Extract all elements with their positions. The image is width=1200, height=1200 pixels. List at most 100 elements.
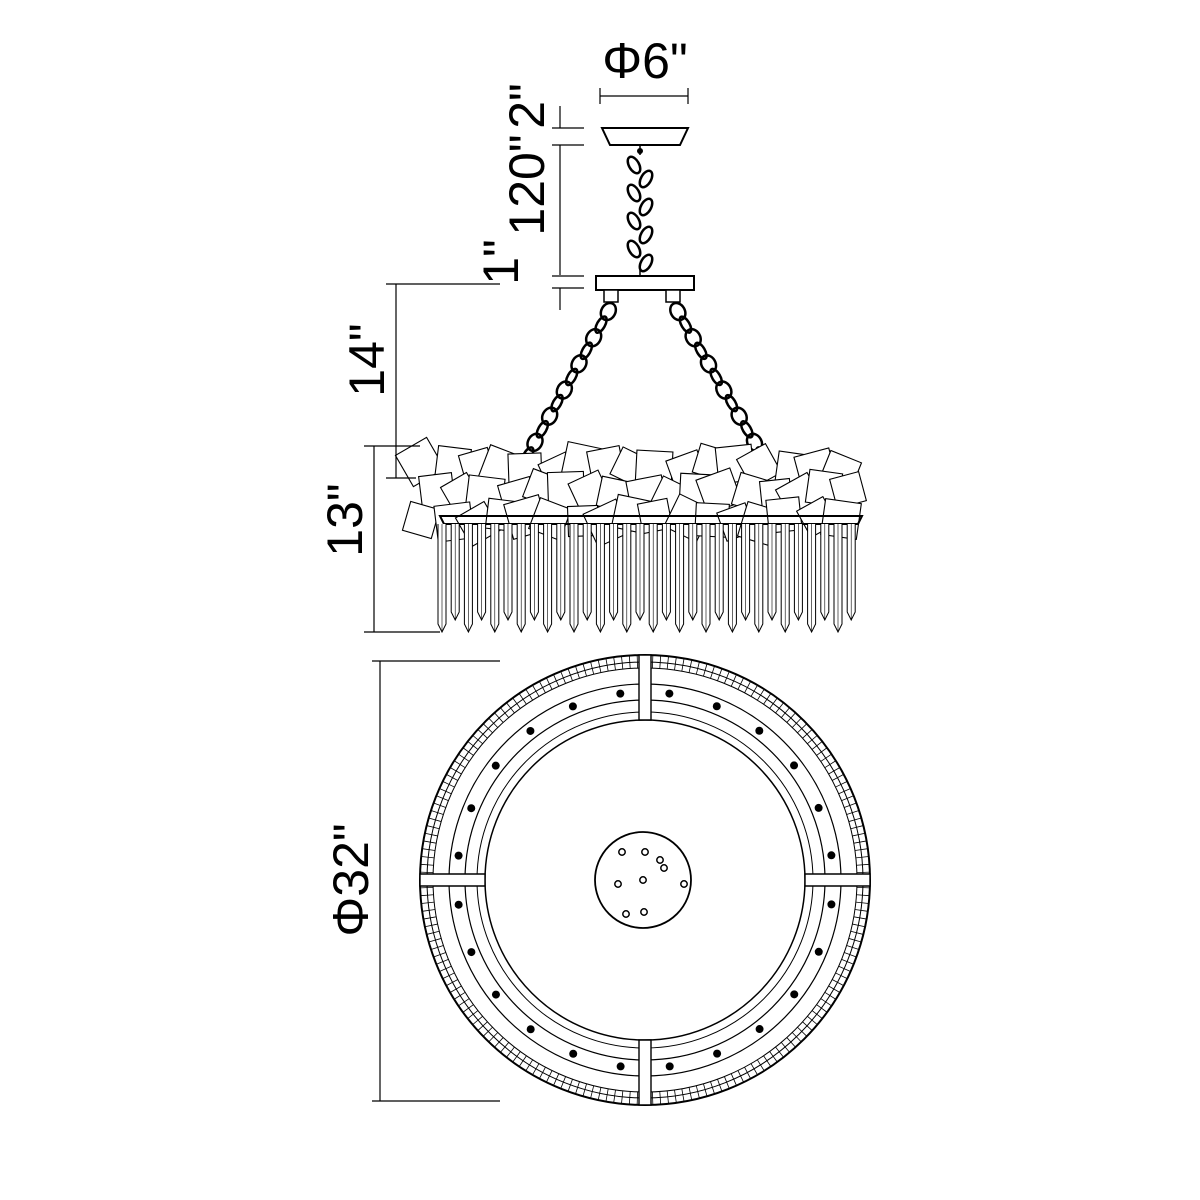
ring-tick	[525, 688, 533, 701]
ring-tick	[763, 1055, 772, 1067]
crystal-tile	[401, 500, 441, 540]
side-view: Φ6" 2" 120" 1" 14" 13"	[317, 33, 868, 634]
ring-tick	[835, 972, 848, 979]
ring-tick	[824, 760, 837, 768]
ring-tick	[666, 1090, 669, 1104]
chain-link	[570, 354, 588, 374]
crystal-tiles	[394, 436, 868, 548]
ring-tick	[846, 945, 860, 950]
chain-link	[584, 327, 603, 348]
ring-tick	[856, 894, 870, 897]
ring-bolt	[467, 948, 476, 957]
ring-bolt	[814, 947, 823, 956]
ring-tick	[717, 668, 723, 681]
ring-tick	[506, 702, 515, 714]
ring-bolt	[526, 726, 535, 735]
ring-bolt	[569, 1049, 578, 1058]
ring-tick	[750, 1063, 758, 1076]
chain-link	[555, 380, 574, 400]
ring-tick	[488, 717, 499, 728]
chain-link	[638, 169, 654, 189]
ring-tick	[546, 677, 553, 690]
ring-tick	[494, 1037, 504, 1048]
ring-tick	[820, 998, 832, 1007]
ring-tick	[575, 665, 580, 679]
ring-tick	[724, 671, 730, 684]
ring-tick	[560, 671, 566, 684]
chain-link	[739, 420, 754, 439]
chain-link	[564, 367, 579, 387]
ring-bolt	[568, 702, 577, 711]
center-canopy-plate	[594, 831, 692, 929]
ring-tick	[420, 863, 434, 866]
ring-tick	[605, 1088, 609, 1102]
ring-crossbar	[638, 654, 652, 721]
ring-tick	[428, 938, 442, 943]
chain-link	[638, 253, 654, 273]
top-view: Φ32"	[323, 654, 871, 1106]
ring-bolt	[467, 804, 476, 813]
chain-link	[730, 406, 748, 426]
ring-bolt	[526, 1025, 535, 1034]
chain-to-bracket-label: 1"	[473, 239, 529, 285]
ring-tick	[744, 1066, 751, 1079]
ring-tick	[430, 945, 444, 950]
ring-tick	[841, 795, 854, 801]
right-arm-chain	[669, 301, 770, 465]
ring-tick	[512, 1051, 521, 1063]
ring-bolt	[712, 702, 721, 711]
ring-tick	[724, 1076, 730, 1089]
ring-tick	[458, 753, 470, 762]
chain-link	[599, 301, 618, 322]
ring-tick	[442, 972, 455, 979]
ring-bolt	[616, 1062, 625, 1071]
ring-tick	[494, 712, 504, 723]
chain-link	[526, 432, 544, 453]
ring-tick	[846, 810, 860, 815]
ring-tick	[775, 1046, 784, 1058]
ring-tick	[841, 959, 854, 965]
ring-tick	[458, 998, 470, 1007]
ring-tick	[597, 1087, 602, 1101]
ring-tick	[628, 655, 631, 669]
ring-tick	[828, 767, 841, 775]
chain-link	[550, 393, 564, 413]
ring-tick	[539, 1066, 546, 1079]
ring-tick	[703, 663, 708, 677]
ring-tick	[467, 1010, 479, 1019]
bracket-plate	[595, 270, 695, 303]
ring-tick	[436, 795, 449, 801]
ring-bolt	[814, 803, 823, 812]
chain-length-label: 120"	[499, 134, 555, 235]
ring-tick	[436, 959, 449, 965]
plate-hole	[660, 864, 668, 872]
ring-tick	[807, 735, 818, 745]
ring-tick	[750, 684, 758, 697]
chain-link	[678, 315, 693, 334]
ring-tick	[433, 952, 446, 958]
ring-tick	[539, 681, 546, 694]
chain-link	[699, 354, 718, 374]
ring-tick	[853, 916, 867, 920]
ring-tick	[775, 702, 784, 714]
canopy-diameter-label: Φ6"	[602, 33, 687, 89]
ring-tick	[831, 979, 844, 986]
crystal-prisms	[437, 524, 856, 634]
ring-tick	[477, 729, 488, 739]
chain-link	[715, 380, 733, 400]
body-frame	[438, 515, 864, 525]
ring-tick	[807, 1015, 818, 1025]
plate-hole	[641, 848, 649, 856]
ring-tick	[488, 1032, 499, 1043]
ring-tick	[737, 677, 744, 690]
ring-tick	[590, 661, 595, 675]
ring-tick	[659, 1091, 662, 1105]
ring-bolt	[665, 689, 674, 698]
ring-tick	[820, 753, 832, 762]
ring-tick	[852, 832, 866, 837]
plate-hole	[680, 880, 688, 888]
ring-bolt	[454, 900, 463, 909]
ring-tick	[613, 1089, 616, 1103]
plate-hole	[614, 880, 622, 888]
ring-tick	[835, 781, 848, 788]
